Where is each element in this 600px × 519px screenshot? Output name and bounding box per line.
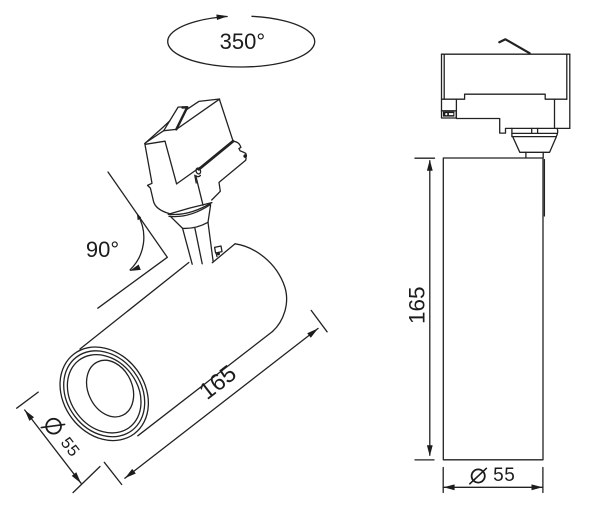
svg-text:165: 165 [405,286,430,324]
svg-text:350°: 350° [220,29,266,54]
svg-text:90°: 90° [86,237,119,262]
svg-text:165: 165 [194,360,241,405]
svg-text:55: 55 [493,465,515,486]
